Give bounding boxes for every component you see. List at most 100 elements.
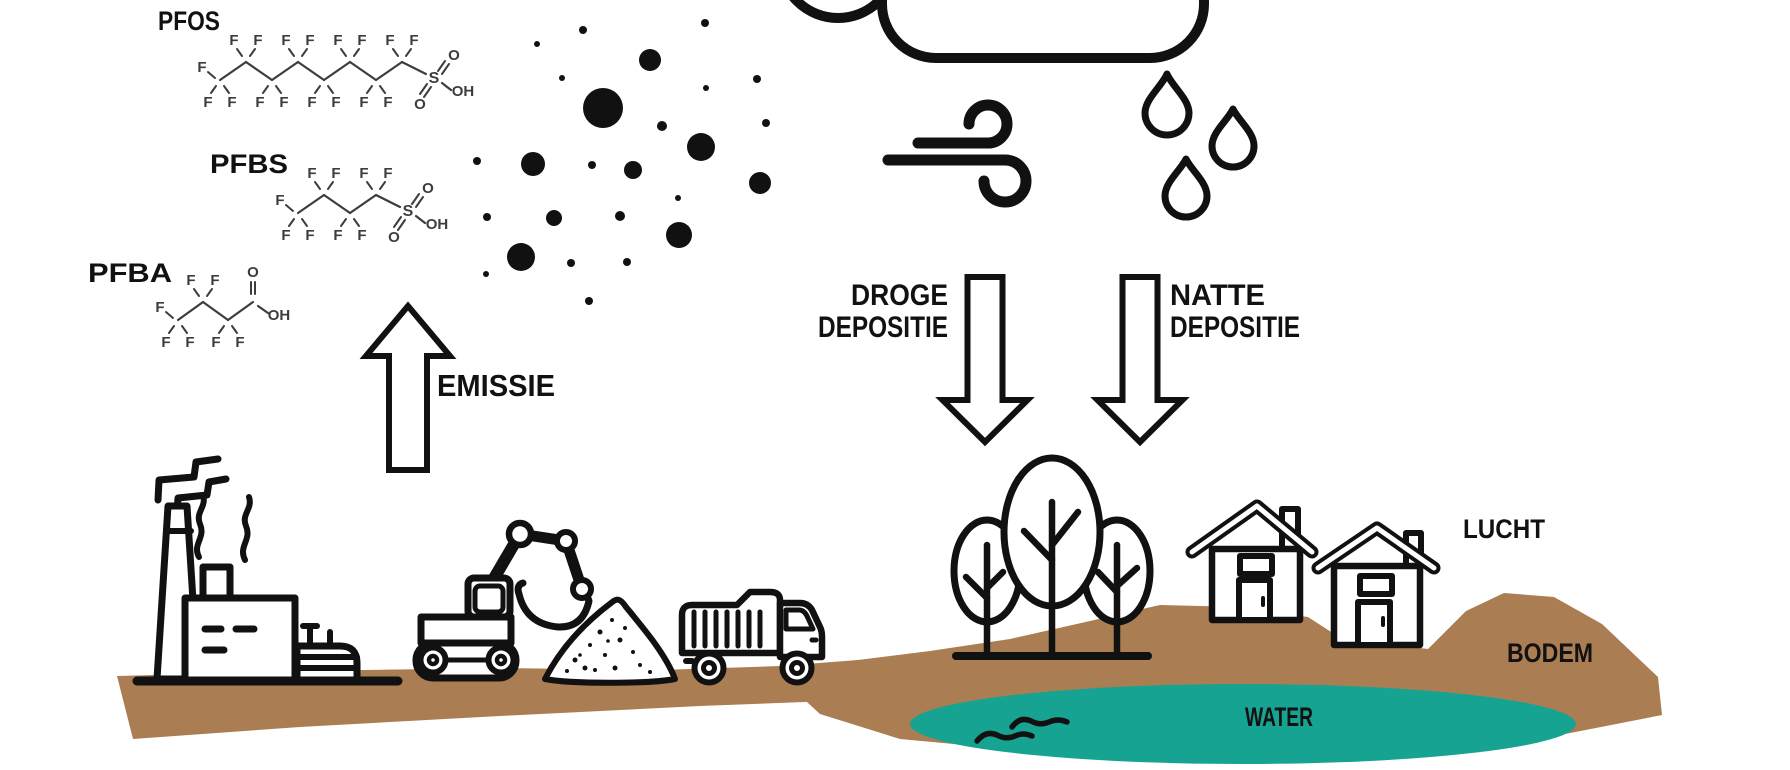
sand-speckle	[648, 670, 652, 674]
bond	[288, 48, 295, 57]
wet-deposition-group: NATTE DEPOSITIE	[1090, 274, 1300, 447]
sand-speckle	[612, 665, 618, 671]
fluorine-label: F	[333, 227, 342, 244]
sand-pile-icon	[542, 596, 678, 686]
bond	[181, 325, 188, 334]
fluorine-label: F	[253, 32, 262, 49]
sand-speckle	[582, 665, 588, 671]
raindrop-icon	[1161, 155, 1211, 221]
emission-arrow-icon	[359, 301, 457, 473]
dry-deposition-label-line1: DROGE	[851, 279, 948, 312]
truck-bed-ribs	[691, 609, 763, 649]
molecule-name-pfbs: PFBS	[210, 149, 288, 179]
sky	[789, 0, 1258, 221]
sand-speckle	[617, 637, 623, 643]
sand-speckle	[638, 663, 642, 667]
bond	[419, 83, 428, 95]
wave-icon	[974, 730, 1035, 744]
particle-dot	[483, 213, 491, 221]
fluorine-label: F	[275, 192, 284, 209]
sand-speckle	[593, 668, 597, 672]
particle-dot	[624, 161, 642, 179]
dump-truck-icon	[678, 588, 826, 686]
particle-dot	[615, 211, 625, 221]
bond	[415, 196, 424, 208]
cloud-icon	[789, 0, 1209, 63]
bond	[340, 48, 347, 57]
particle-dot	[473, 157, 481, 165]
sand-speckle	[565, 669, 569, 673]
bond	[392, 48, 399, 57]
fluorine-label: F	[229, 32, 238, 49]
excavator-icon	[412, 519, 594, 682]
particle-dot	[588, 161, 596, 169]
particle-cloud	[473, 19, 771, 305]
bond	[270, 60, 300, 82]
wind-icon	[882, 99, 1032, 208]
wet-deposition-arrow-icon	[1090, 274, 1190, 447]
bond	[262, 85, 269, 94]
house-icon	[1311, 521, 1441, 649]
fluorine-label: F	[211, 334, 220, 351]
fluorine-label: F	[409, 32, 418, 49]
particle-dot	[703, 85, 709, 91]
bond	[397, 219, 406, 231]
fluorine-label: F	[305, 227, 314, 244]
raindrop-icon	[1141, 70, 1193, 139]
factory-annex	[293, 642, 361, 684]
oxygen-label: O	[422, 180, 434, 197]
bond	[379, 181, 386, 190]
particle-dot	[657, 121, 667, 131]
dry-deposition-group: DROGE DEPOSITIE	[818, 274, 1035, 447]
particle-dot	[585, 297, 593, 305]
sand-speckle	[603, 653, 607, 657]
water-body	[910, 684, 1576, 764]
particle-dot	[507, 243, 535, 271]
fluorine-label: F	[161, 334, 170, 351]
fluorine-label: F	[279, 94, 288, 111]
sand-speckle	[572, 657, 578, 663]
hydroxyl-label: OH	[426, 216, 449, 233]
bond	[288, 218, 295, 227]
truck-bed	[678, 588, 784, 657]
bond	[423, 86, 432, 98]
particle-dot	[521, 152, 545, 176]
sand-speckle	[623, 626, 627, 630]
bond	[393, 216, 402, 228]
particle-dot	[687, 133, 715, 161]
bond	[327, 85, 334, 94]
fluorine-label: F	[383, 94, 392, 111]
soil-label: BODEM	[1507, 638, 1593, 668]
bond	[275, 85, 282, 94]
hydroxyl-label: OH	[452, 83, 475, 100]
bond	[236, 48, 243, 57]
bond	[374, 60, 404, 82]
particle-dot	[701, 19, 709, 27]
trees-icon	[950, 454, 1154, 660]
fluorine-label: F	[331, 165, 340, 182]
bond	[256, 304, 270, 315]
fluorine-label: F	[203, 94, 212, 111]
raindrops	[1141, 70, 1258, 221]
bond	[379, 85, 386, 94]
factory-icon	[132, 455, 403, 686]
dry-deposition-arrow-icon	[935, 274, 1035, 447]
bond	[223, 85, 230, 94]
bond	[411, 193, 420, 205]
bond	[322, 60, 352, 82]
bond	[353, 48, 360, 57]
bond	[249, 48, 256, 57]
air-label: LUCHT	[1463, 514, 1545, 544]
fluorine-label: F	[359, 165, 368, 182]
bond	[405, 48, 412, 57]
bond	[296, 193, 326, 215]
raindrop-icon	[1208, 105, 1258, 171]
fluorine-label: F	[197, 59, 206, 76]
fluorine-label: F	[281, 32, 290, 49]
